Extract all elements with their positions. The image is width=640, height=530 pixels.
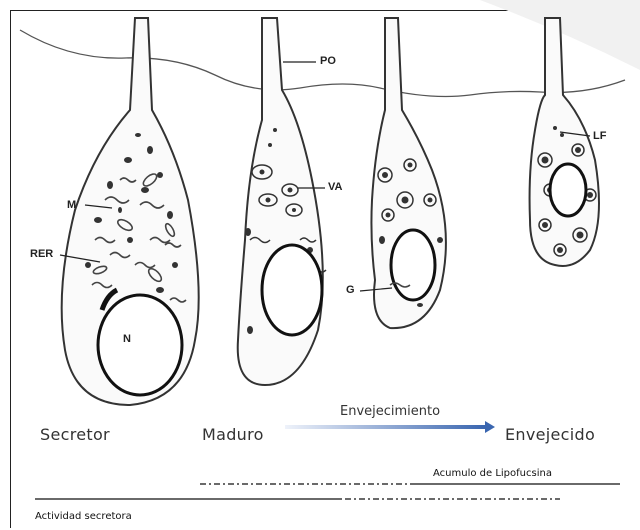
cell-aging xyxy=(371,18,445,328)
label-actividad: Actividad secretora xyxy=(35,511,132,522)
stage-maduro: Maduro xyxy=(202,425,264,444)
cell-secretor xyxy=(62,18,199,405)
label-rer: RER xyxy=(30,248,53,260)
label-m: M xyxy=(67,199,76,211)
activity-lines xyxy=(35,484,620,499)
aging-arrow xyxy=(285,421,495,433)
label-va: VA xyxy=(328,181,342,193)
stage-secretor: Secretor xyxy=(40,425,110,444)
cell-maduro xyxy=(238,18,326,385)
arrow-label: Envejecimiento xyxy=(340,404,440,419)
cell-aged xyxy=(530,18,599,266)
label-lipofuscina: Acumulo de Lipofucsina xyxy=(433,468,552,479)
label-lf: LF xyxy=(593,130,606,142)
stage-envejecido: Envejecido xyxy=(505,425,595,444)
label-n: N xyxy=(123,333,131,345)
label-po: PO xyxy=(320,55,336,67)
label-g: G xyxy=(346,284,355,296)
